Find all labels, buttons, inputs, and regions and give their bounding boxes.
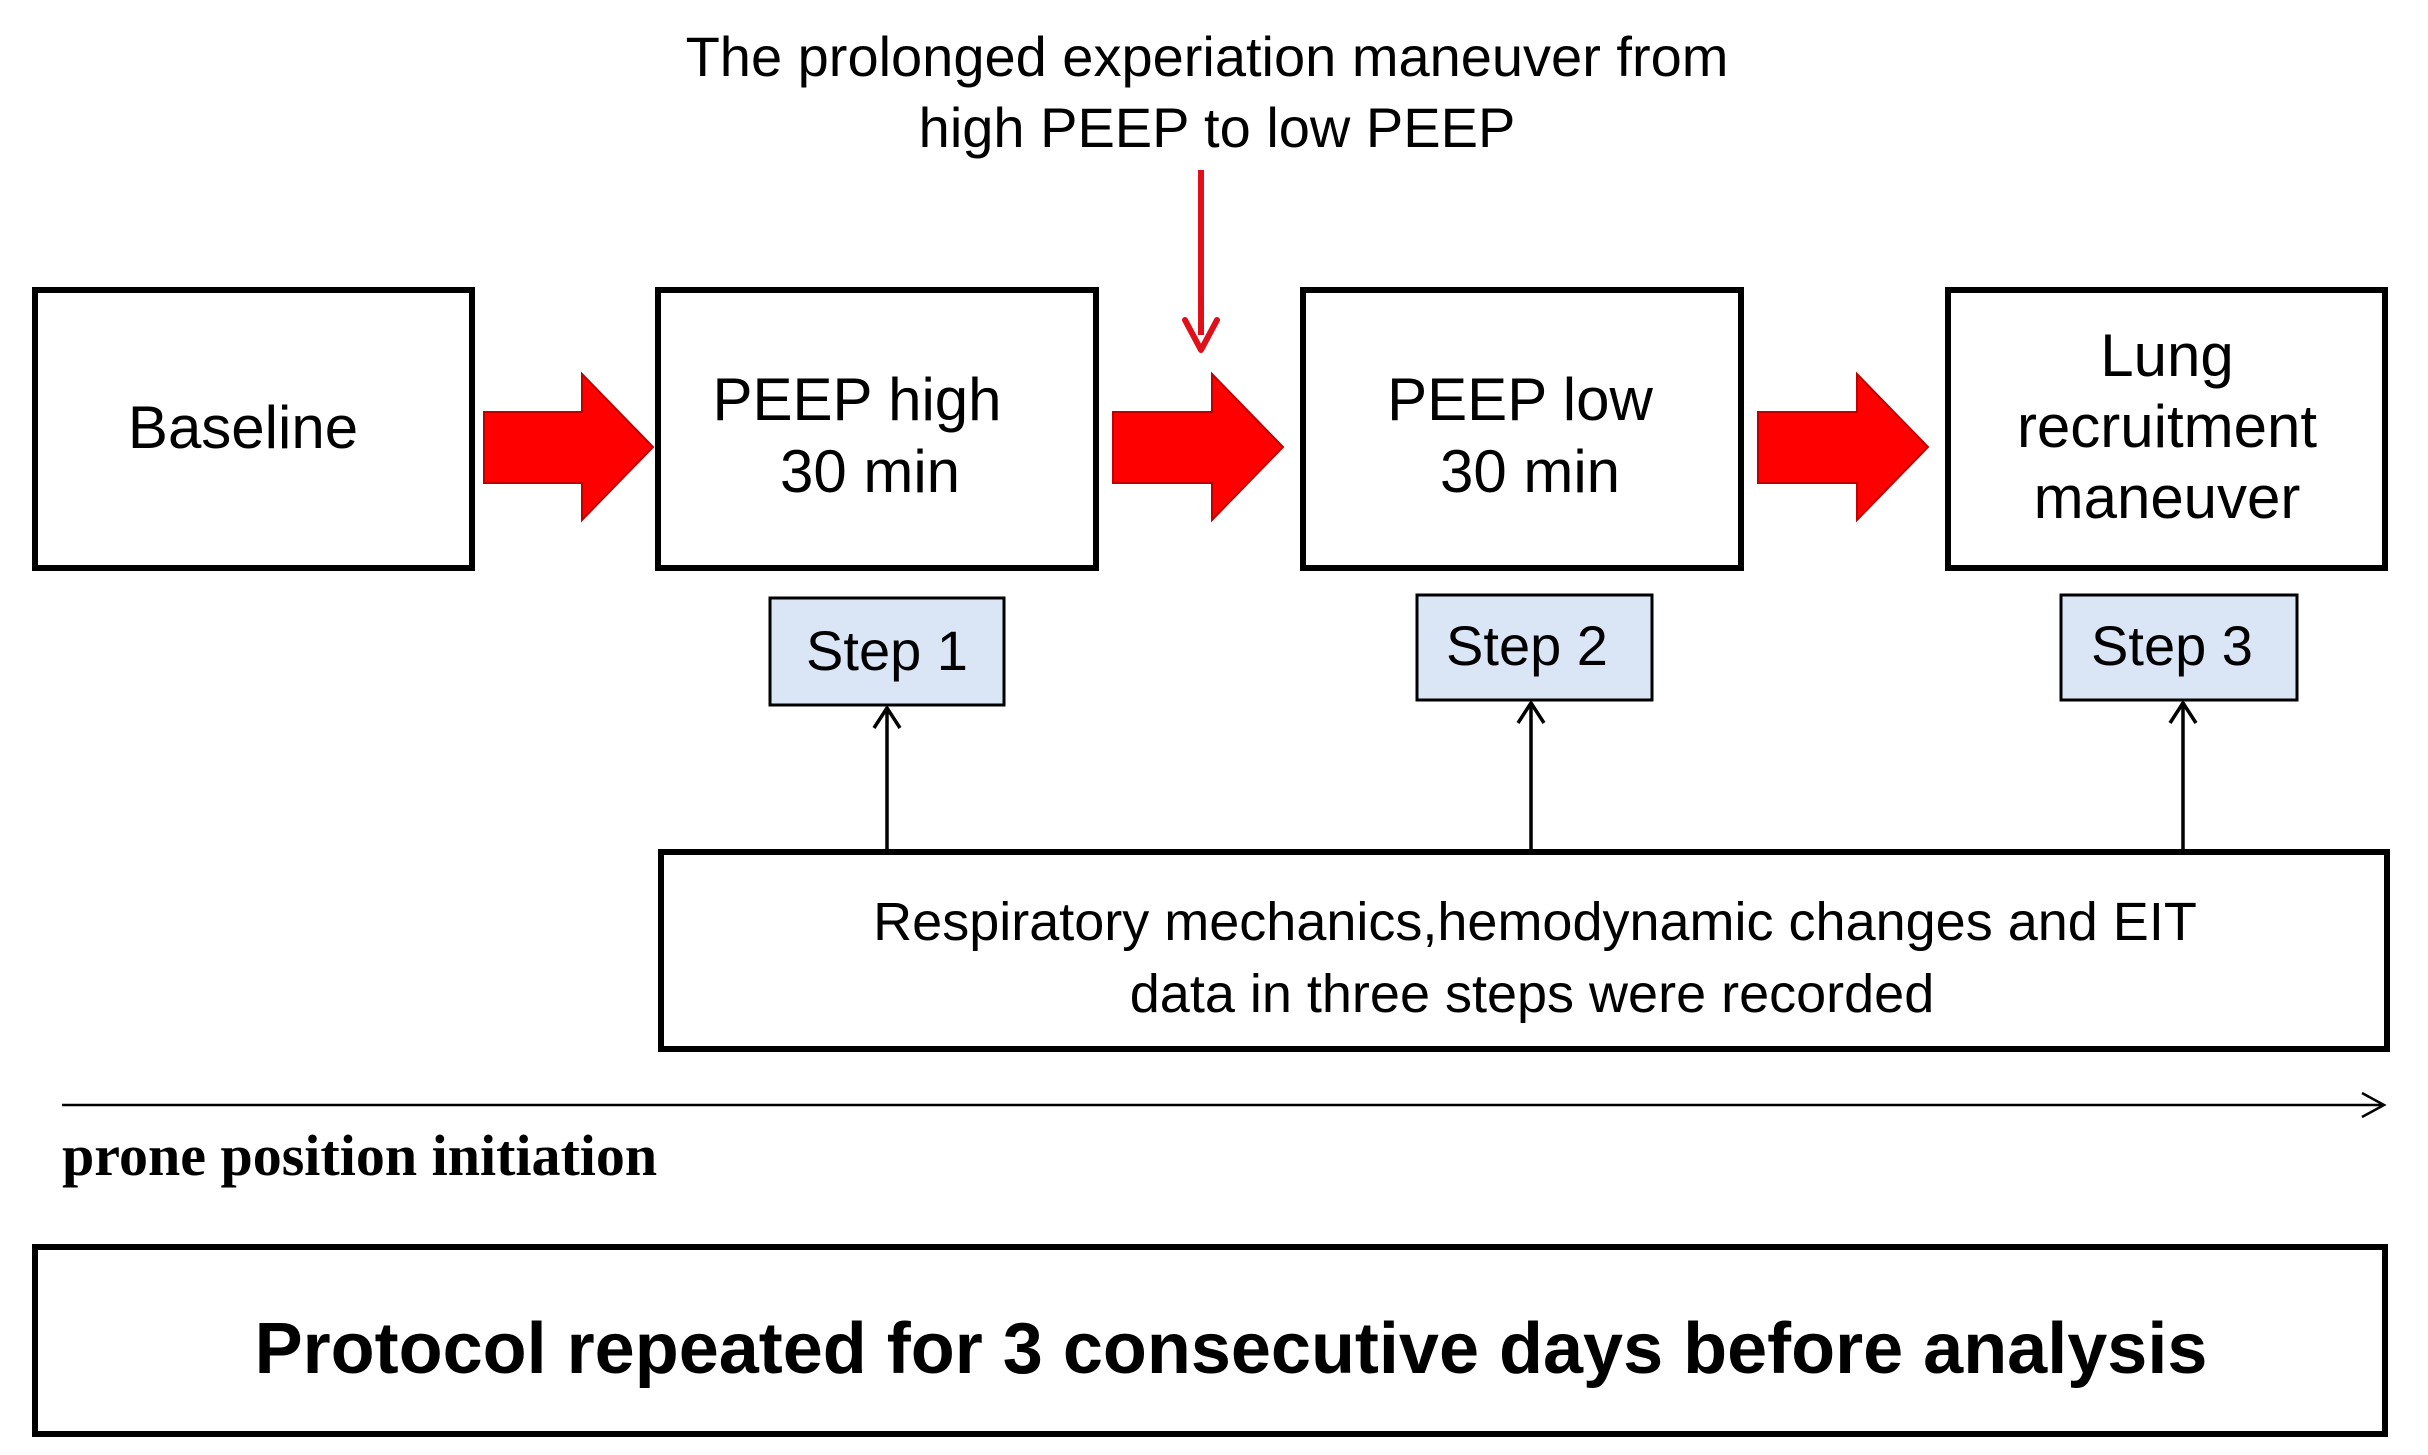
flow-arrow-3 [1757, 371, 1930, 523]
record-arrow-3 [2168, 701, 2198, 850]
peep-high-label: PEEP high [712, 366, 1001, 433]
peep-high-box [655, 287, 1099, 571]
peep-high-duration: 30 min [780, 438, 960, 505]
peep-low-box [1300, 287, 1744, 571]
record-arrow-2 [1516, 701, 1546, 850]
peep-low-duration: 30 min [1440, 438, 1620, 505]
lung-recruitment-line2: recruitment [2017, 393, 2317, 460]
timeline-label: prone position initiation [62, 1123, 657, 1188]
recording-line2: data in three steps were recorded [1130, 964, 1934, 1024]
lung-recruitment-box [1945, 287, 2388, 571]
step2-box [1415, 593, 1654, 702]
lung-recruitment-line3: maneuver [2034, 464, 2301, 531]
recording-line1: Respiratory mechanics,hemodynamic change… [873, 892, 2197, 952]
record-arrow-1 [872, 706, 902, 850]
step1-label: Step 1 [806, 619, 968, 682]
flow-arrow-1 [483, 371, 655, 523]
footer-box [32, 1244, 2388, 1437]
maneuver-note-line1: The prolonged experiation maneuver from [686, 25, 1729, 88]
recording-box [658, 849, 2390, 1052]
step2-label: Step 2 [1446, 614, 1608, 677]
lung-recruitment-line1: Lung [2100, 322, 2233, 389]
timeline-arrow [62, 1091, 2387, 1119]
step1-box [768, 596, 1006, 707]
flow-arrow-2 [1112, 371, 1285, 523]
step3-box [2059, 593, 2299, 702]
baseline-label: Baseline [128, 394, 358, 461]
footer-label: Protocol repeated for 3 consecutive days… [255, 1309, 2208, 1389]
maneuver-arrow [1182, 170, 1220, 353]
peep-low-label: PEEP low [1387, 366, 1653, 433]
maneuver-note-line2: high PEEP to low PEEP [919, 96, 1516, 159]
step3-label: Step 3 [2091, 614, 2253, 677]
baseline-box [32, 287, 475, 571]
